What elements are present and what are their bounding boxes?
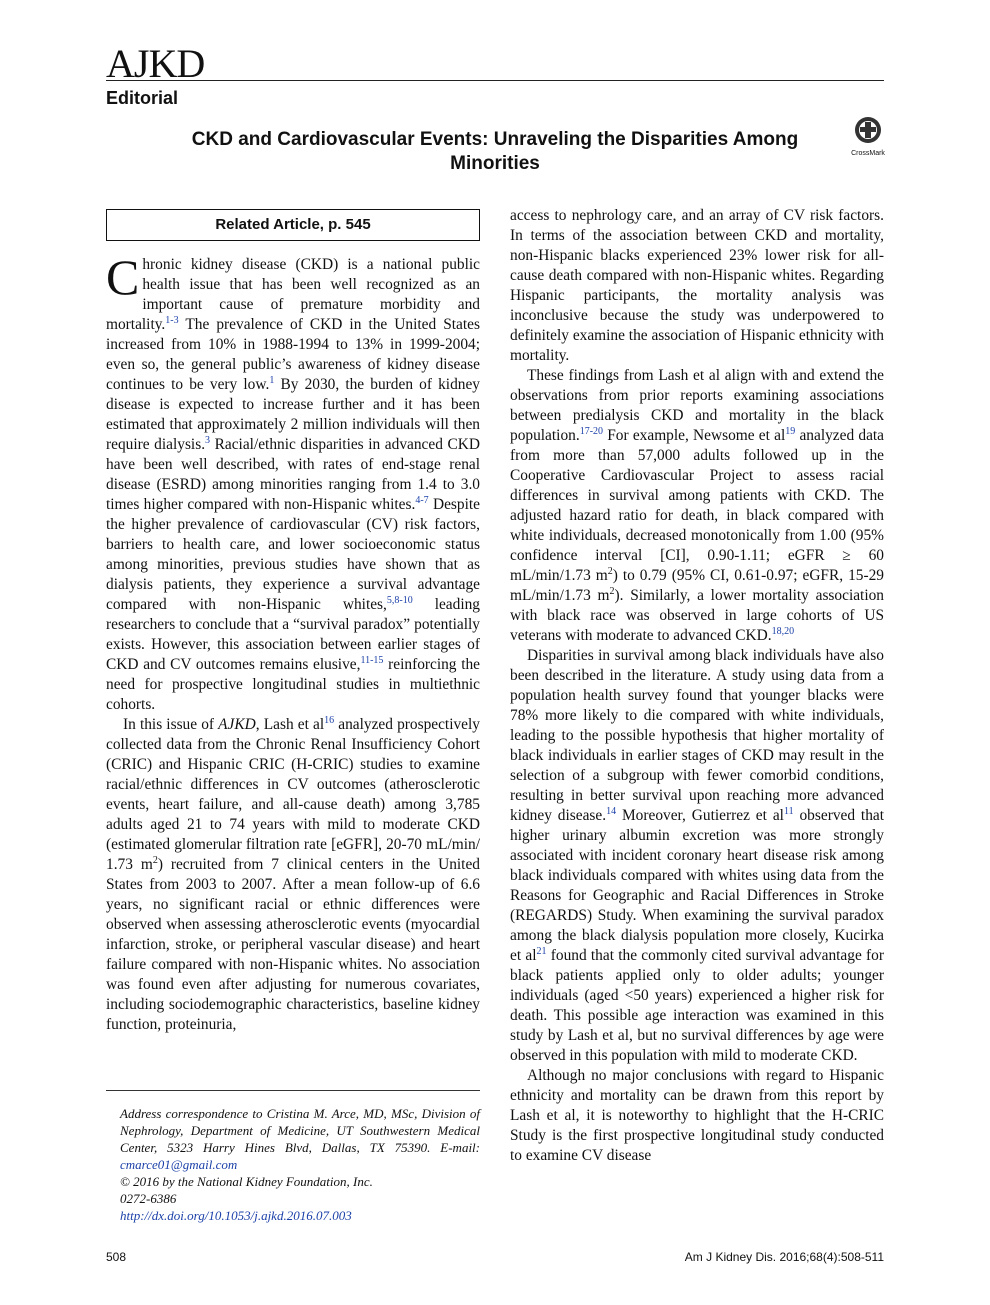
paragraph: These findings from Lash et al align wit… — [510, 367, 885, 644]
paragraph: access to nephrology care, and an array … — [510, 207, 884, 364]
journal-logo: AJKD — [106, 41, 205, 86]
related-article-link[interactable]: Related Article, p. 545 — [106, 209, 480, 241]
reference-link[interactable]: 1 — [269, 375, 275, 386]
page-number: 508 — [106, 1250, 127, 1264]
journal-name: AJKD — [218, 716, 256, 733]
reference-link[interactable]: 14 — [606, 806, 617, 817]
header-rule — [106, 80, 884, 81]
paragraph: Although no major conclusions with regar… — [510, 1067, 884, 1164]
crossmark-label: CrossMark — [851, 150, 885, 157]
reference-link[interactable]: 3 — [205, 435, 211, 446]
doi-link[interactable]: http://dx.doi.org/10.1053/j.ajkd.2016.07… — [120, 1208, 352, 1223]
reference-link[interactable]: 11 — [783, 806, 794, 817]
paragraph: In this issue of AJKD, Lash et al16 anal… — [106, 715, 480, 1034]
email-link[interactable]: cmarce01@gmail.com — [120, 1157, 238, 1172]
superscript: 2 — [152, 855, 158, 866]
reference-link[interactable]: 19 — [785, 426, 796, 437]
article-title: CKD and Cardiovascular Events: Unravelin… — [191, 129, 799, 174]
crossmark-badge[interactable]: CrossMark — [850, 116, 886, 157]
reference-link[interactable]: 4-7 — [415, 495, 429, 506]
reference-link[interactable]: 21 — [536, 946, 547, 957]
reference-link[interactable]: 17-20 — [579, 426, 604, 437]
issn: 0272-6386 — [120, 1191, 177, 1206]
crossmark-icon — [855, 117, 881, 143]
copyright: © 2016 by the National Kidney Foundation… — [120, 1174, 373, 1189]
correspondence-address: Address correspondence to Cristina M. Ar… — [120, 1106, 480, 1172]
reference-link[interactable]: 18,20 — [771, 626, 795, 637]
correspondence-block: Address correspondence to Cristina M. Ar… — [106, 1105, 480, 1224]
paragraph: Disparities in survival among black indi… — [510, 647, 885, 1064]
reference-link[interactable]: 11-15 — [360, 655, 384, 666]
drop-cap: C — [106, 249, 140, 305]
footnote-rule — [106, 1090, 480, 1091]
right-column: access to nephrology care, and an array … — [510, 206, 884, 1166]
reference-link[interactable]: 1-3 — [165, 315, 179, 326]
section-label: Editorial — [106, 88, 179, 108]
superscript: 2 — [607, 566, 613, 577]
reference-link[interactable]: 5,8-10 — [386, 595, 413, 606]
reference-link[interactable]: 16 — [324, 715, 335, 726]
journal-citation: Am J Kidney Dis. 2016;68(4):508-511 — [684, 1250, 884, 1264]
superscript: 2 — [609, 586, 615, 597]
